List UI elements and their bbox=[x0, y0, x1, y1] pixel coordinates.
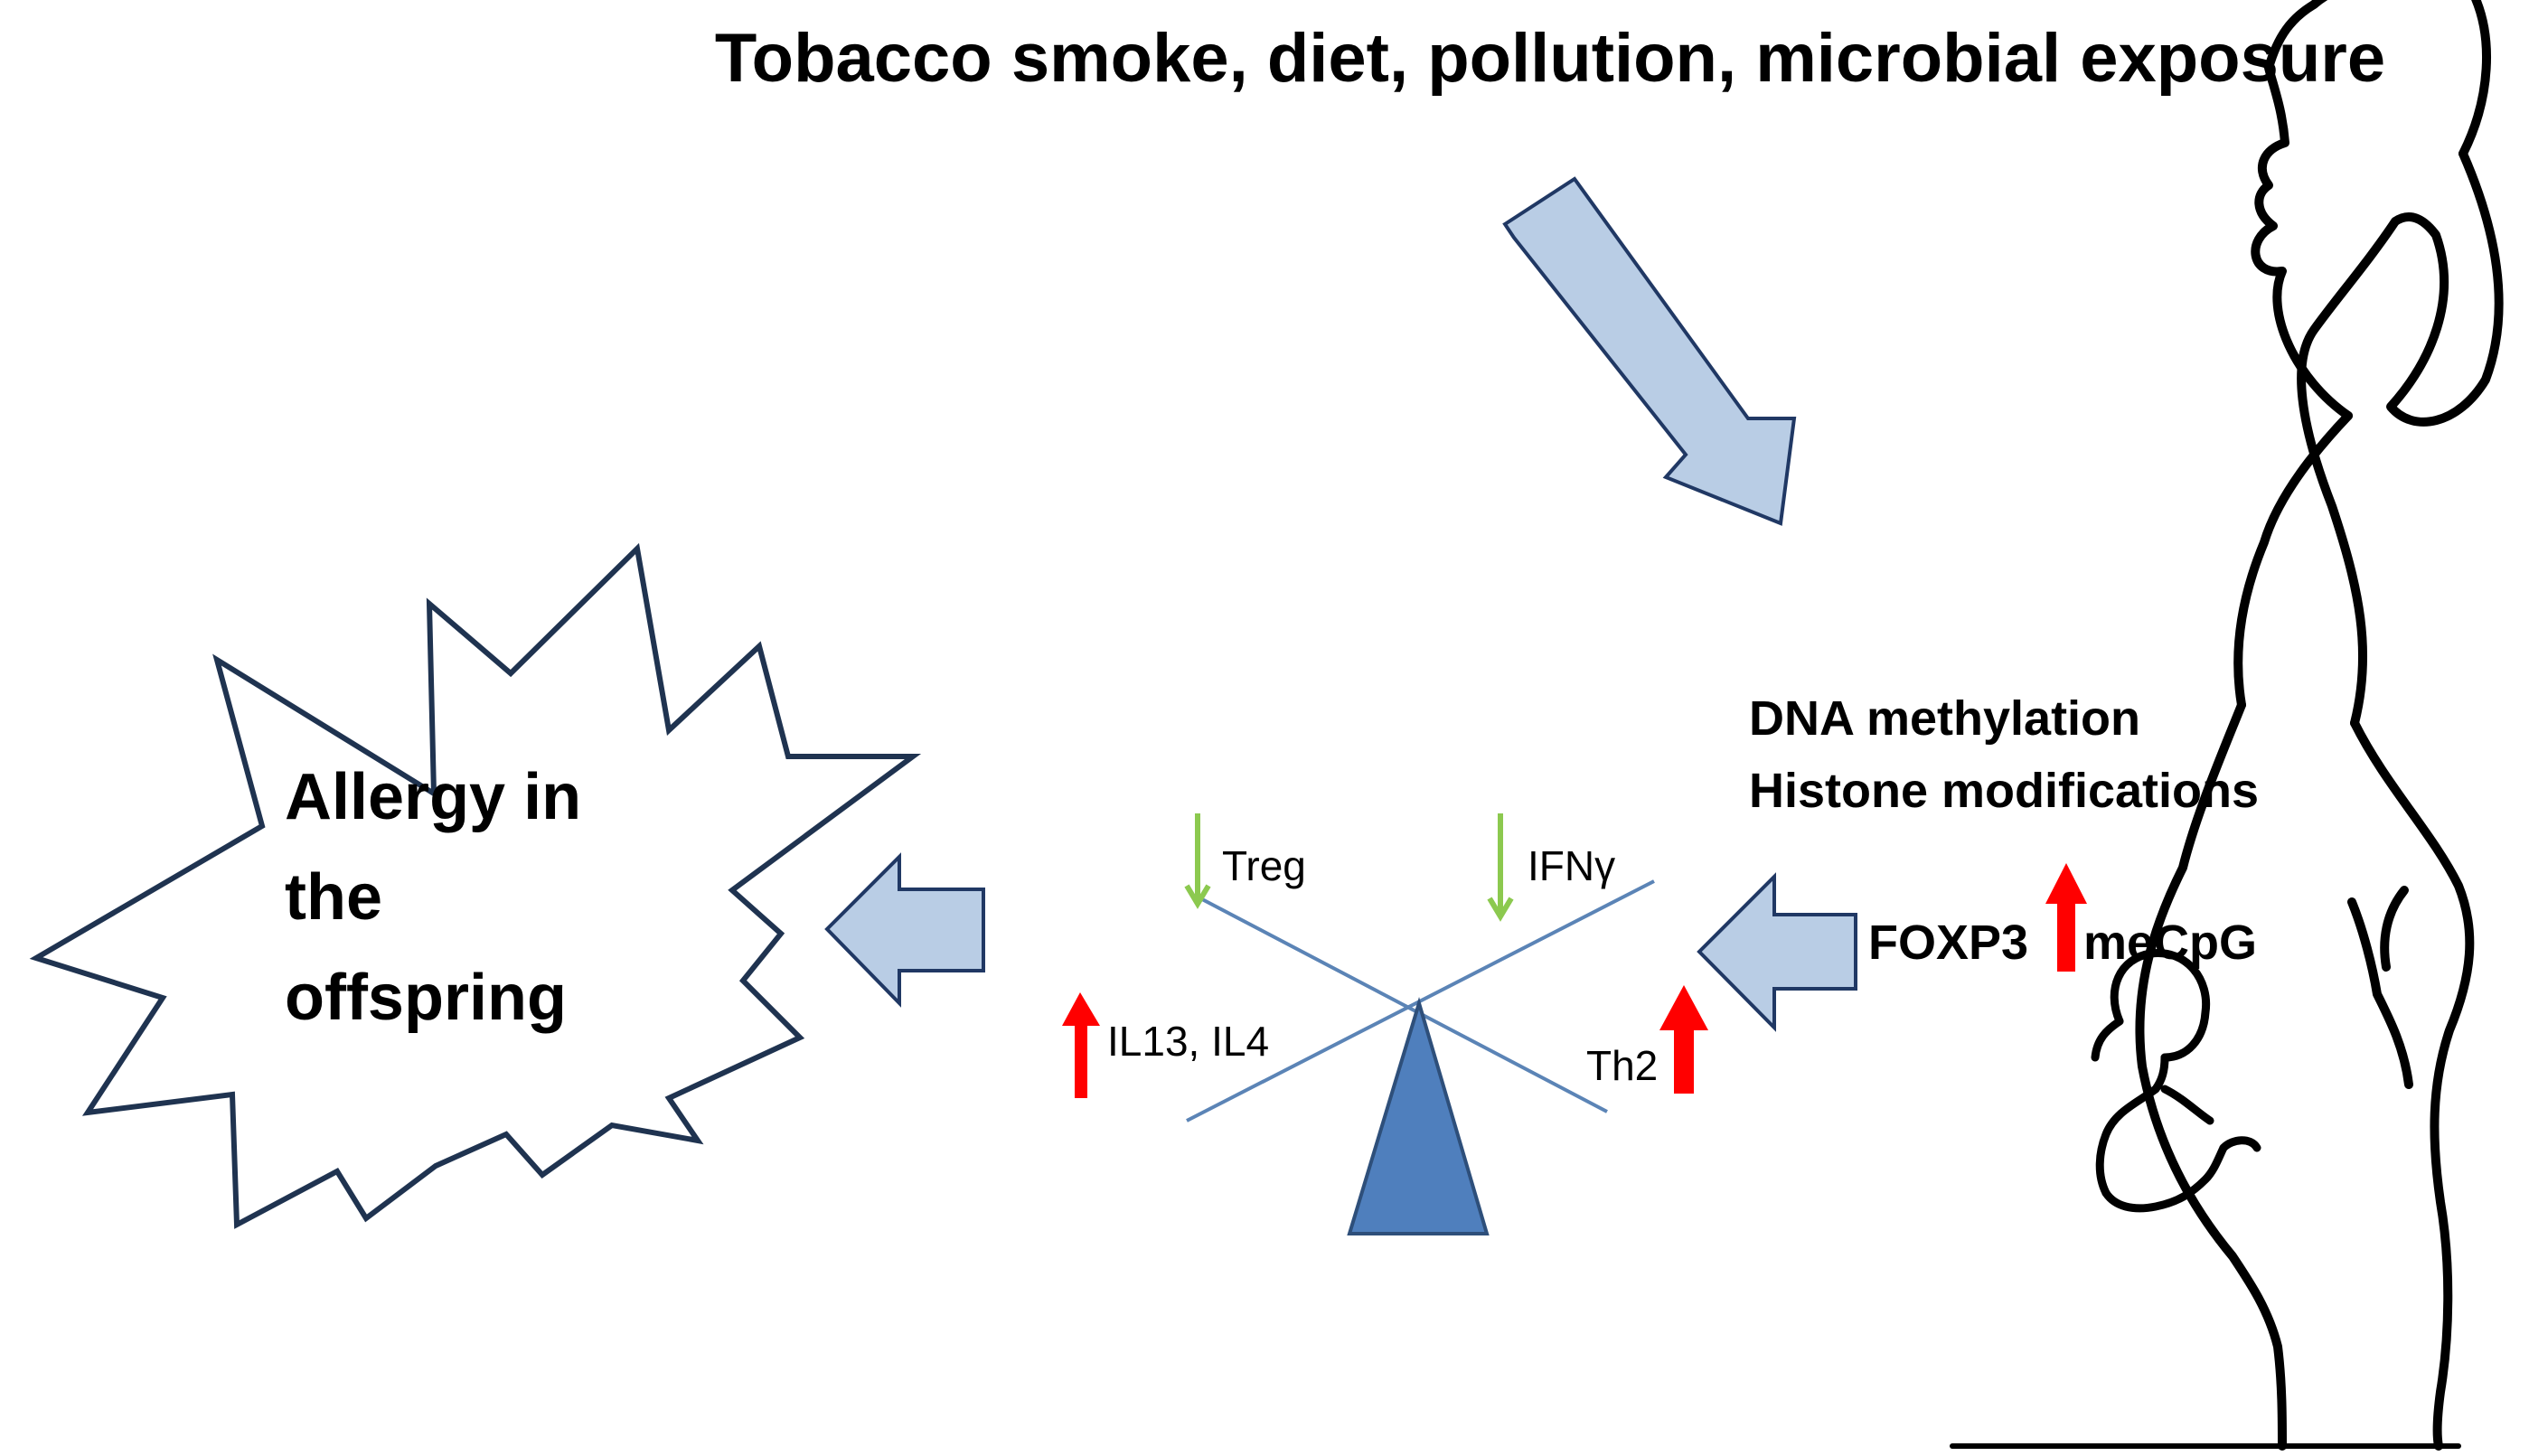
allergy-line-2: the bbox=[285, 861, 382, 934]
label-th2: Th2 bbox=[1586, 1042, 1658, 1089]
exposure-arrow bbox=[1502, 176, 1797, 526]
mecpg-label: meCpG bbox=[2083, 916, 2257, 970]
mechanism-line-1: DNA methylation bbox=[1749, 691, 2140, 746]
balance-beam-1 bbox=[1201, 897, 1608, 1113]
label-ifn-gamma: IFNγ bbox=[1528, 842, 1615, 889]
fulcrum bbox=[1347, 996, 1490, 1235]
label-treg: Treg bbox=[1222, 842, 1306, 889]
outcome-arrow bbox=[824, 852, 985, 1008]
allergy-starburst bbox=[29, 542, 922, 1229]
il13-il4-increase-arrow bbox=[1062, 992, 1100, 1098]
epigenetic-arrow bbox=[1697, 872, 1857, 1032]
balance-beam-2 bbox=[1186, 879, 1655, 1123]
allergy-line-3: offspring bbox=[285, 962, 567, 1034]
pregnant-woman-silhouette bbox=[1950, 0, 2504, 1451]
fetus-icon bbox=[2091, 949, 2261, 1213]
treg-decrease-arrow bbox=[1184, 813, 1211, 909]
mecpg-increase-arrow bbox=[2045, 863, 2087, 972]
title: Tobacco smoke, diet, pollution, microbia… bbox=[715, 20, 2385, 97]
foxp3-label: FOXP3 bbox=[1868, 916, 2028, 970]
allergy-line-1: Allergy in bbox=[285, 761, 581, 833]
mechanism-line-2: Histone modifications bbox=[1749, 764, 2259, 818]
th2-increase-arrow bbox=[1659, 985, 1708, 1094]
ifn-gamma-decrease-arrow bbox=[1487, 813, 1514, 922]
label-il13-il4: IL13, IL4 bbox=[1107, 1018, 1269, 1065]
